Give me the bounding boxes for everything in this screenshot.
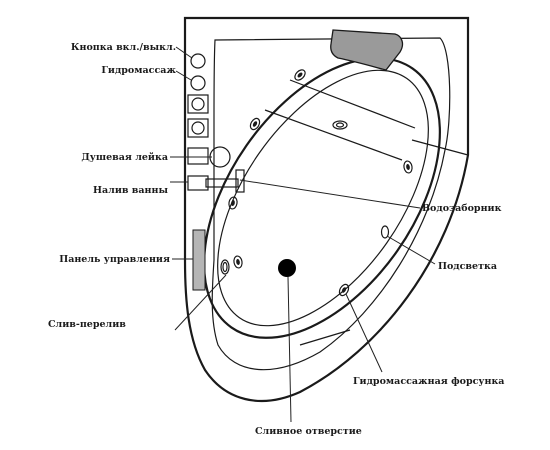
jet-core — [406, 164, 410, 170]
tub-outer-shell — [183, 16, 470, 403]
jet — [228, 196, 238, 210]
power-button-icon[interactable] — [190, 53, 206, 69]
jet — [233, 255, 243, 269]
tub-inner-rim — [211, 37, 451, 371]
overflow-drain — [220, 259, 230, 275]
hydromassage-button-icon[interactable] — [190, 75, 206, 91]
bath-fill-spout[interactable] — [187, 175, 209, 191]
jet-core — [231, 200, 235, 206]
control-panel[interactable] — [192, 229, 206, 291]
label-bath-fill: Налив ванны — [93, 185, 168, 196]
shower-head-holder — [187, 147, 209, 165]
label-control-panel: Панель управления — [59, 254, 170, 265]
label-power-button: Кнопка вкл./выкл. — [71, 42, 176, 53]
control-knob-icon[interactable] — [191, 121, 205, 135]
basin-inner — [217, 69, 429, 327]
control-cell — [187, 118, 209, 138]
shower-head-icon[interactable] — [209, 146, 231, 168]
label-hydromassage-jet: Гидромассажная форсунка — [353, 376, 504, 387]
lighting-lamp — [380, 225, 390, 239]
spout-cap — [235, 169, 245, 193]
overflow-drain-inner — [222, 261, 228, 273]
jet-core — [341, 287, 347, 293]
jet — [249, 117, 261, 131]
label-lighting: Подсветка — [438, 261, 497, 272]
control-cell — [187, 94, 209, 114]
label-hydromassage: Гидромассаж — [101, 65, 176, 76]
label-shower-head: Душевая лейка — [81, 152, 168, 163]
spout-pipe — [205, 178, 239, 188]
basin-step-line — [264, 109, 403, 161]
jet-core — [297, 72, 303, 78]
basin-outer — [203, 57, 441, 339]
jet — [338, 283, 350, 297]
seat-jet-inner — [335, 122, 345, 128]
leader-lines — [170, 46, 436, 423]
label-water-intake: Водозаборник — [422, 203, 502, 214]
jet — [403, 160, 413, 174]
label-overflow-drain: Слив-перелив — [48, 319, 126, 330]
drain-hole — [278, 259, 296, 277]
jet — [294, 69, 306, 81]
label-drain-hole: Сливное отверстие — [255, 426, 362, 437]
tub-side-line-lower — [299, 329, 351, 346]
seat-jet — [332, 120, 348, 130]
basin-step-line-upper — [289, 79, 416, 129]
control-knob-icon[interactable] — [191, 97, 205, 111]
jet-core — [252, 121, 258, 127]
headrest — [330, 29, 404, 71]
jet-core — [236, 259, 240, 265]
hydromassage-jets — [228, 69, 413, 297]
